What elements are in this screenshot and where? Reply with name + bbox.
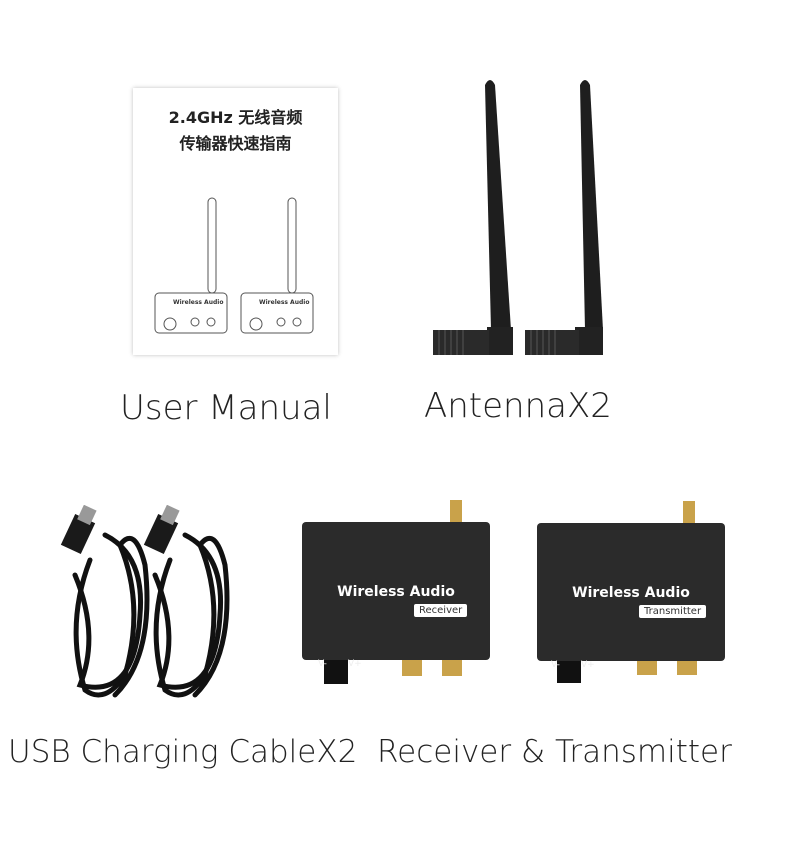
- device-badge: Transmitter: [639, 605, 707, 618]
- manual-illustration: Wireless Audio Wireless Audio: [154, 197, 314, 334]
- volume-down-label: V-: [318, 659, 327, 669]
- receiver-device: Wireless Audio Receiver V- V+: [302, 500, 490, 684]
- user-manual-image: 2.4GHz 无线音频 传输器快速指南 Wireless Audio Wirel…: [133, 88, 338, 355]
- antenna-icon: [433, 80, 513, 355]
- volume-down-label: V-: [551, 660, 560, 670]
- volume-up-label: V+: [581, 660, 595, 670]
- manual-title-line1: 2.4GHz 无线音频: [168, 108, 303, 127]
- device-name: Wireless Audio: [337, 584, 455, 600]
- device-badge: Receiver: [414, 604, 468, 617]
- antenna-icon: [525, 80, 603, 355]
- antenna-label: AntennaX2: [424, 386, 612, 426]
- device-name: Wireless Audio: [572, 585, 690, 601]
- usb-cables-image: [60, 505, 230, 698]
- user-manual-label: User Manual: [120, 388, 332, 428]
- usb-plug-icon: [143, 505, 180, 555]
- manual-title-line2: 传输器快速指南: [179, 134, 292, 153]
- receiver-transmitter-label: Receiver & Transmitter: [377, 734, 732, 770]
- antenna-pair-image: [433, 80, 603, 355]
- transmitter-device: Wireless Audio Transmitter V- V+: [537, 501, 725, 683]
- manual-device-text-2: Wireless Audio: [259, 299, 309, 306]
- usb-cable-label: USB Charging CableX2: [8, 734, 358, 770]
- usb-plug-icon: [60, 505, 97, 555]
- manual-device-text-1: Wireless Audio: [173, 299, 223, 306]
- volume-up-label: V+: [348, 659, 362, 669]
